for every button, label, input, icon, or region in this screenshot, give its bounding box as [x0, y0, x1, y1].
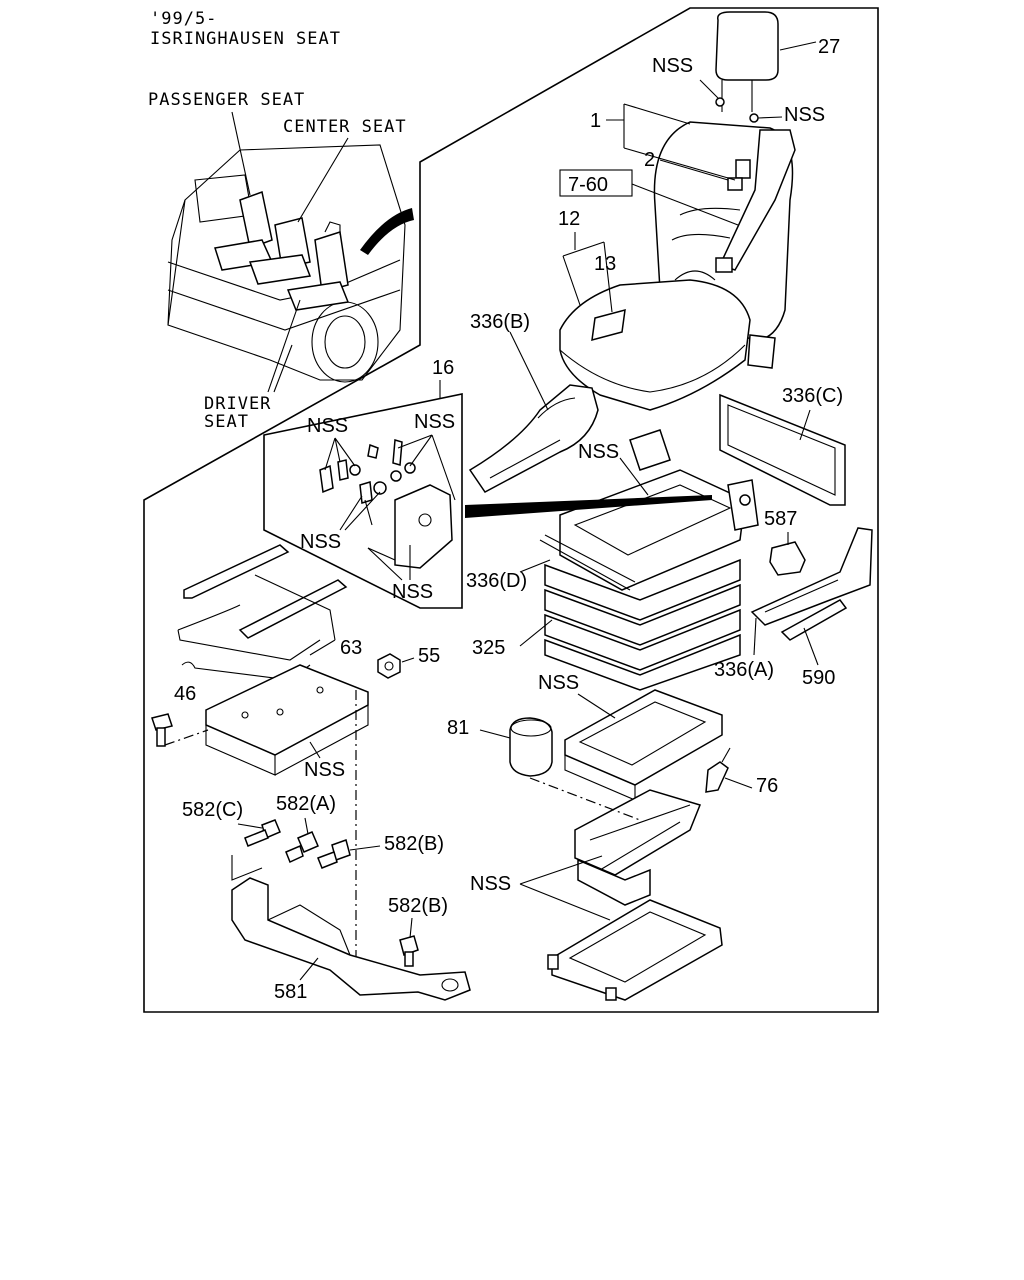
callout-582a: 582(A)	[276, 793, 336, 815]
control-strip-590	[780, 599, 848, 641]
callout-81: 81	[447, 717, 469, 739]
callout-2: 2	[644, 149, 655, 171]
callout-nss-headrest-left: NSS	[652, 55, 693, 77]
driver-seat-leader-2	[273, 344, 293, 393]
mounting-bracket	[231, 877, 471, 1001]
callout-46: 46	[174, 683, 196, 705]
adjuster-mechanism	[319, 439, 453, 569]
callout-76: 76	[756, 775, 778, 797]
passenger-seat-leader	[231, 111, 251, 196]
callout-1: 1	[590, 110, 601, 132]
callout-nss-upper-plate: NSS	[538, 672, 579, 694]
bolt-582b-lower	[399, 935, 419, 967]
callout-63: 63	[340, 637, 362, 659]
callout-7-60: 7-60	[568, 174, 608, 196]
side-cover-a	[750, 527, 873, 626]
passenger-seat-label: PASSENGER SEAT	[148, 90, 305, 110]
callout-325: 325	[472, 637, 505, 659]
callout-nss-detail-top-left: NSS	[307, 415, 348, 437]
callout-7-60-box	[559, 169, 633, 197]
switch-587	[769, 541, 806, 576]
base-plate	[205, 664, 369, 776]
callout-582b-upper: 582(B)	[384, 833, 444, 855]
callout-336b: 336(B)	[470, 311, 530, 333]
callout-nss-baseplate: NSS	[304, 759, 345, 781]
bolt-582c	[244, 819, 281, 847]
callout-581: 581	[274, 981, 307, 1003]
center-seat-label: CENTER SEAT	[283, 117, 407, 137]
callout-nss-detail-bottom: NSS	[392, 581, 433, 603]
driver-seat-label: DRIVER	[204, 394, 271, 414]
date-code: '99/5-	[150, 9, 217, 29]
callout-582b-lower: 582(B)	[388, 895, 448, 917]
side-cover-b	[468, 384, 599, 493]
headrest	[715, 11, 779, 112]
center-seat-leader	[297, 137, 349, 223]
callout-336a: 336(A)	[714, 659, 774, 681]
callout-336d: 336(D)	[466, 570, 527, 592]
detail-box-16	[263, 393, 463, 609]
diagram-frame	[143, 7, 879, 1013]
bolt-46	[151, 713, 173, 747]
callout-nss-lower: NSS	[470, 873, 511, 895]
seat-cushion	[559, 279, 751, 411]
bolt-582a	[285, 831, 319, 864]
callout-16: 16	[432, 357, 454, 379]
driver-seat-label-2: SEAT	[204, 412, 249, 432]
callout-nss-headrest-right: NSS	[784, 104, 825, 126]
diagram-title: ISRINGHAUSEN SEAT	[150, 29, 341, 49]
shock-absorber-76	[705, 747, 731, 793]
callout-nss-frame: NSS	[578, 441, 619, 463]
callout-582c: 582(C)	[182, 799, 243, 821]
bolt-582b-upper	[317, 839, 351, 869]
callout-336c: 336(C)	[782, 385, 843, 407]
air-spring-81	[509, 717, 553, 777]
upper-suspension-plate	[564, 689, 723, 801]
callout-13: 13	[594, 253, 616, 275]
lower-slide-base	[547, 899, 723, 1001]
callout-nss-detail-left: NSS	[300, 531, 341, 553]
callout-12: 12	[558, 208, 580, 230]
callout-27: 27	[818, 36, 840, 58]
driver-seat-leader-1	[267, 299, 301, 393]
cab-locator-view	[167, 144, 414, 383]
callout-587: 587	[764, 508, 797, 530]
callout-55: 55	[418, 645, 440, 667]
slide-rails	[177, 544, 348, 681]
nut-55	[377, 653, 401, 679]
rear-panel-c	[719, 393, 846, 506]
callout-nss-detail-top-right: NSS	[414, 411, 455, 433]
scissor-mechanism	[574, 789, 702, 906]
callout-590: 590	[802, 667, 835, 689]
suspension-bellows	[544, 558, 741, 691]
